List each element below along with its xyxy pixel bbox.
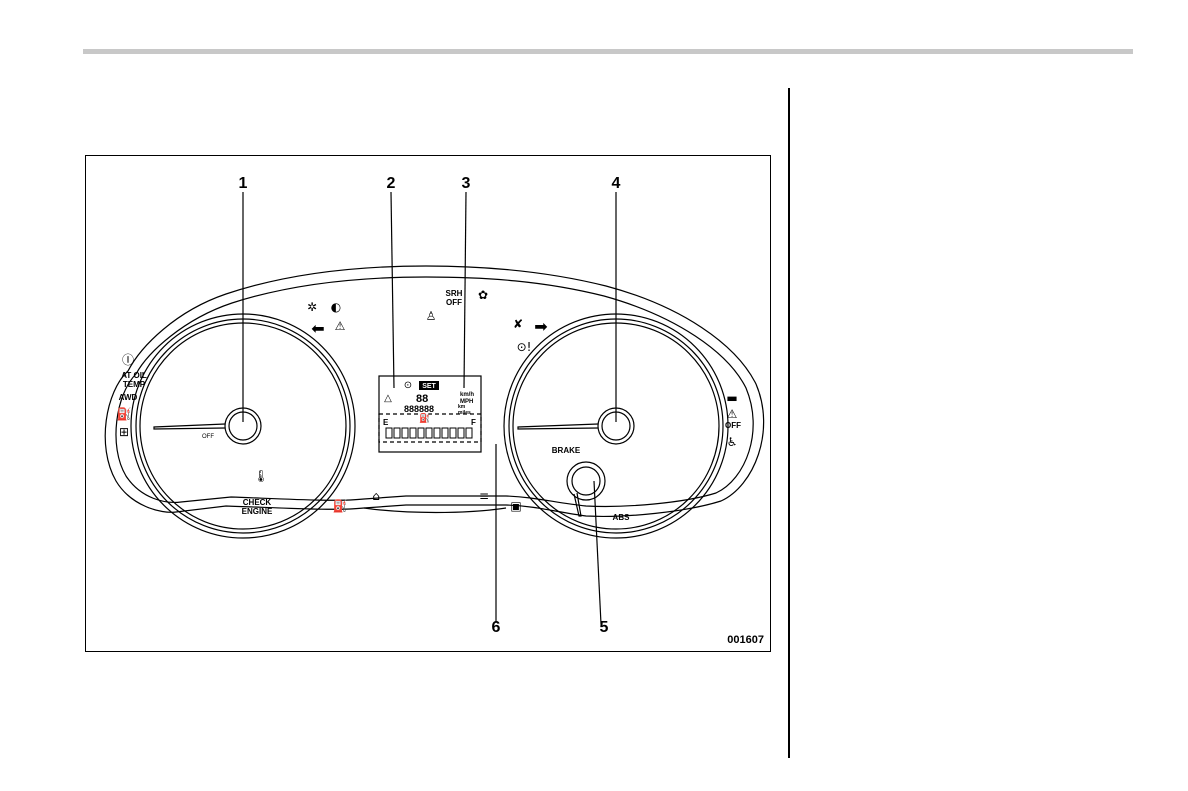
headlight-level-icon: ≡ [479,489,489,503]
srh-off-label-1: SRH [446,289,463,298]
tire-pressure-icon: Ⓘ [122,353,134,367]
rear-fog-icon: ▬ [726,391,737,405]
fuel-empty-label: E [383,418,389,427]
airbag-icon: ♿ [727,435,738,449]
callout-3: 3 [462,175,471,192]
headlight-washer-icon: ✿ [478,288,488,302]
callout-4: 4 [612,175,621,192]
coolant-temp-icon: 🌡 [253,469,268,483]
instrument-cluster-figure: 1 2 3 4 5 6 001607 AT OIL TEMP AWD CHECK… [85,155,771,652]
turn-right-icon: ➡ [534,317,547,336]
high-beam-icon: ◐ [331,300,341,314]
instrument-cluster-drawing: 1 2 3 4 5 6 001607 AT OIL TEMP AWD CHECK… [86,156,772,653]
oil-pressure-icon: ⛽ [117,407,132,421]
column-rule [788,88,790,758]
display-miles: miles [458,410,471,416]
display-odometer: 888888 [404,404,434,414]
display-set: SET [422,383,436,390]
brake-label: BRAKE [552,446,581,455]
trip-knob-inner [572,467,600,495]
header-rule [83,49,1133,54]
display-kmh: km/h [460,392,474,398]
fuel-gauge-segments [386,428,472,438]
seatbelt-icon: ♙ [426,309,437,323]
ice-warning-icon: △ [384,393,392,404]
fuel-pump-icon: ⛽ [419,412,430,424]
at-oil-temp-label-1: AT OIL [121,371,147,380]
cluster-outer-outline [105,266,763,516]
vdc-icon: ⚠ [335,319,346,333]
check-engine-label-2: ENGINE [242,507,273,516]
awd-label: AWD [119,393,138,402]
callout-5-leader [594,481,601,624]
vdc-off-icon: ⚠ [727,407,738,421]
callout-5: 5 [600,619,609,636]
door-open-icon: ✘ [513,317,523,331]
trunk-open-icon: ▣ [510,499,521,513]
check-engine-label-1: CHECK [243,498,272,507]
vdc-off-label: OFF [725,421,741,430]
fuel-full-label: F [471,418,476,427]
srh-off-label-2: OFF [446,298,462,307]
tacho-off-label: OFF [202,434,214,440]
callout-3-leader [464,192,466,388]
cruise-icon: ⊙ [404,380,412,391]
low-fuel-icon: ⛽ [333,499,348,513]
callout-1: 1 [239,175,248,192]
callout-2-leader [391,192,394,388]
callout-2: 2 [387,175,396,192]
battery-icon: ⊞ [119,425,129,439]
abs-label: ABS [613,513,631,522]
engine-icon: ⌂ [372,489,380,503]
front-fog-icon: ✲ [307,300,317,314]
bottom-panel-edge [364,508,506,513]
turn-left-icon: ⬅ [311,319,324,338]
trip-knob-outer [567,462,605,500]
tachometer-needle [154,424,225,429]
speedometer-needle [518,424,598,429]
power-steering-icon: ⊙! [517,340,532,354]
at-oil-temp-label-2: TEMP [123,380,146,389]
figure-code: 001607 [727,634,764,646]
callout-6: 6 [492,619,501,636]
